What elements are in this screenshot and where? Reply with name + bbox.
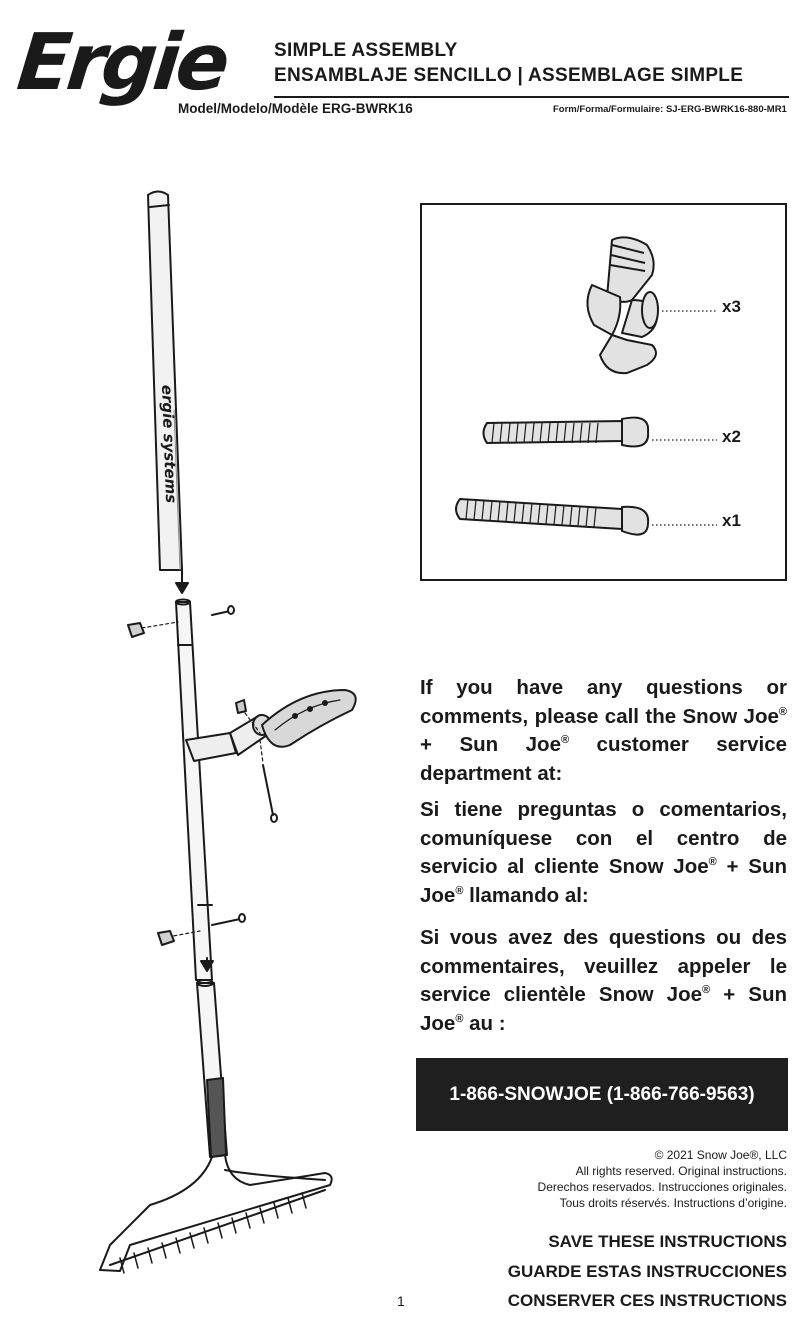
header-divider [274,96,789,98]
rake-head-icon [99,979,333,1274]
long-bolt-quantity: x1 [722,511,741,530]
upper-bolt-icon [211,605,235,616]
save-instructions-fr: CONSERVER CES INSTRUCTIONS [507,1291,787,1310]
short-bolt-icon [482,416,650,448]
top-handle-icon: ergie systems [147,190,183,571]
brand-logo: Ergie [13,18,258,108]
down-arrow-icon [175,569,189,594]
contact-paragraph-fr: Si vous avez des questions ou des commen… [420,926,787,1035]
assembly-illustration: ergie systems [99,190,357,1274]
rights-line-en: All rights reserved. Original instructio… [575,1164,787,1178]
short-bolt-quantity: x2 [722,427,741,446]
handle-brand-text: ergie systems [158,385,180,504]
phone-banner [416,1058,788,1131]
contact-paragraph-en: If you have any questions or comments, p… [420,676,787,785]
model-number: Model/Modelo/Modèle ERG-BWRK16 [178,101,413,116]
rights-line-fr: Tous droits réservés. Instructions d’ori… [559,1196,787,1210]
save-instructions-es: GUARDE ESTAS INSTRUCCIONES [507,1262,787,1281]
contact-paragraph-es: Si tiene preguntas o comentarios, comuní… [420,798,787,907]
parts-list-box [420,203,787,581]
rights-line-es: Derechos reservados. Instrucciones origi… [537,1180,787,1194]
ergonomic-handle-icon [185,689,357,762]
copyright-line: © 2021 Snow Joe®, LLC [654,1148,787,1162]
down-arrow-icon-2 [200,957,214,972]
form-number: Form/Forma/Formulaire: SJ-ERG-BWRK16-880… [553,104,787,115]
knob-icon [586,236,659,375]
document-subtitle: ENSAMBLAJE SENCILLO | ASSEMBLAGE SIMPLE [274,65,744,86]
leader-lines [652,310,717,526]
page-number: 1 [397,1293,405,1309]
handle-bolt-icon [262,764,278,823]
save-instructions-en: SAVE THESE INSTRUCTIONS [548,1232,787,1251]
lower-bolt-icon [211,913,246,926]
knob-quantity: x3 [722,297,741,316]
middle-shaft-icon [175,598,213,981]
phone-number[interactable]: 1-866-SNOWJOE (1-866-766-9563) [449,1084,755,1105]
long-bolt-icon [455,498,650,536]
logo-wordmark: Ergie [13,18,230,108]
document-title: SIMPLE ASSEMBLY [274,40,458,61]
lower-knob-icon [157,930,175,946]
upper-knob-icon [127,622,145,638]
